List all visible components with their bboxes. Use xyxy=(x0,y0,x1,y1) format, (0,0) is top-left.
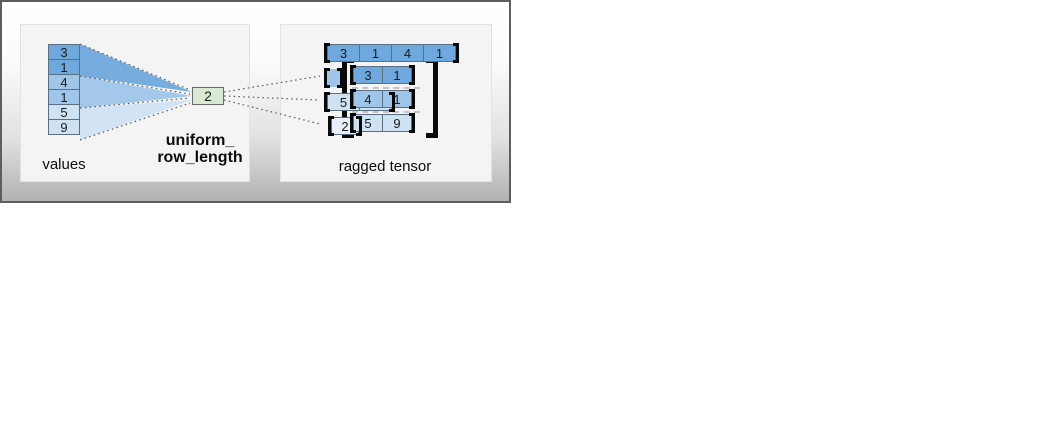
tensor-row: 3 1 4 1 xyxy=(324,43,459,63)
row-separator xyxy=(352,87,420,89)
value-cell: 3 xyxy=(48,44,80,60)
row-close-bracket xyxy=(389,92,395,112)
row-separator xyxy=(352,111,420,113)
value-cell: 1 xyxy=(48,59,80,75)
tensor-cell: 9 xyxy=(382,114,412,132)
tensor-row: 5 9 xyxy=(350,113,415,133)
ragged-tensor-label: ragged tensor xyxy=(338,158,432,175)
row-close-bracket xyxy=(453,43,459,63)
tensor-cell: 4 xyxy=(391,44,424,62)
row-close-bracket xyxy=(337,68,343,88)
tensor-cell: 1 xyxy=(382,90,412,108)
row-close-bracket xyxy=(409,89,415,109)
values-label: values xyxy=(42,156,86,173)
method-label-line2: row_length xyxy=(157,149,243,166)
tensor-cell: 1 xyxy=(359,44,392,62)
value-cell: 4 xyxy=(48,74,80,90)
value-cell: 1 xyxy=(48,89,80,105)
tensor-close-bracket xyxy=(426,58,438,138)
row-close-bracket xyxy=(356,116,362,136)
tensor-row-empty xyxy=(324,68,343,88)
row-open-bracket xyxy=(350,89,356,109)
key-cell: 2 xyxy=(192,87,224,105)
tensor-cell: 1 xyxy=(382,66,412,84)
value-cell: 9 xyxy=(48,119,80,135)
uniform-row-length-cell: 2 xyxy=(192,87,224,105)
row-open-bracket xyxy=(324,68,330,88)
row-open-bracket xyxy=(350,65,356,85)
tensor-row: 4 1 xyxy=(350,89,415,109)
value-cell: 5 xyxy=(48,104,80,120)
row-close-bracket xyxy=(409,113,415,133)
tensor-row: 2 xyxy=(328,116,362,136)
tensor-cell: 1 xyxy=(423,44,456,62)
method-label-line1: uniform_ xyxy=(165,132,235,149)
tensor-row: 3 1 xyxy=(350,65,415,85)
tensor-cell: 3 xyxy=(327,44,360,62)
row-open-bracket xyxy=(328,116,334,136)
row-open-bracket xyxy=(350,113,356,133)
tensor-cell: 3 xyxy=(353,66,383,84)
row-open-bracket xyxy=(324,43,330,63)
tensor-cell: 4 xyxy=(353,90,383,108)
row-open-bracket xyxy=(324,92,330,112)
values-column: 3 1 4 1 5 9 xyxy=(48,44,80,135)
empty-row-fill xyxy=(327,69,340,87)
panel-uniform-row-length: 3 1 4 1 5 9 2 values uniform_ row_length… xyxy=(0,0,511,203)
row-close-bracket xyxy=(409,65,415,85)
